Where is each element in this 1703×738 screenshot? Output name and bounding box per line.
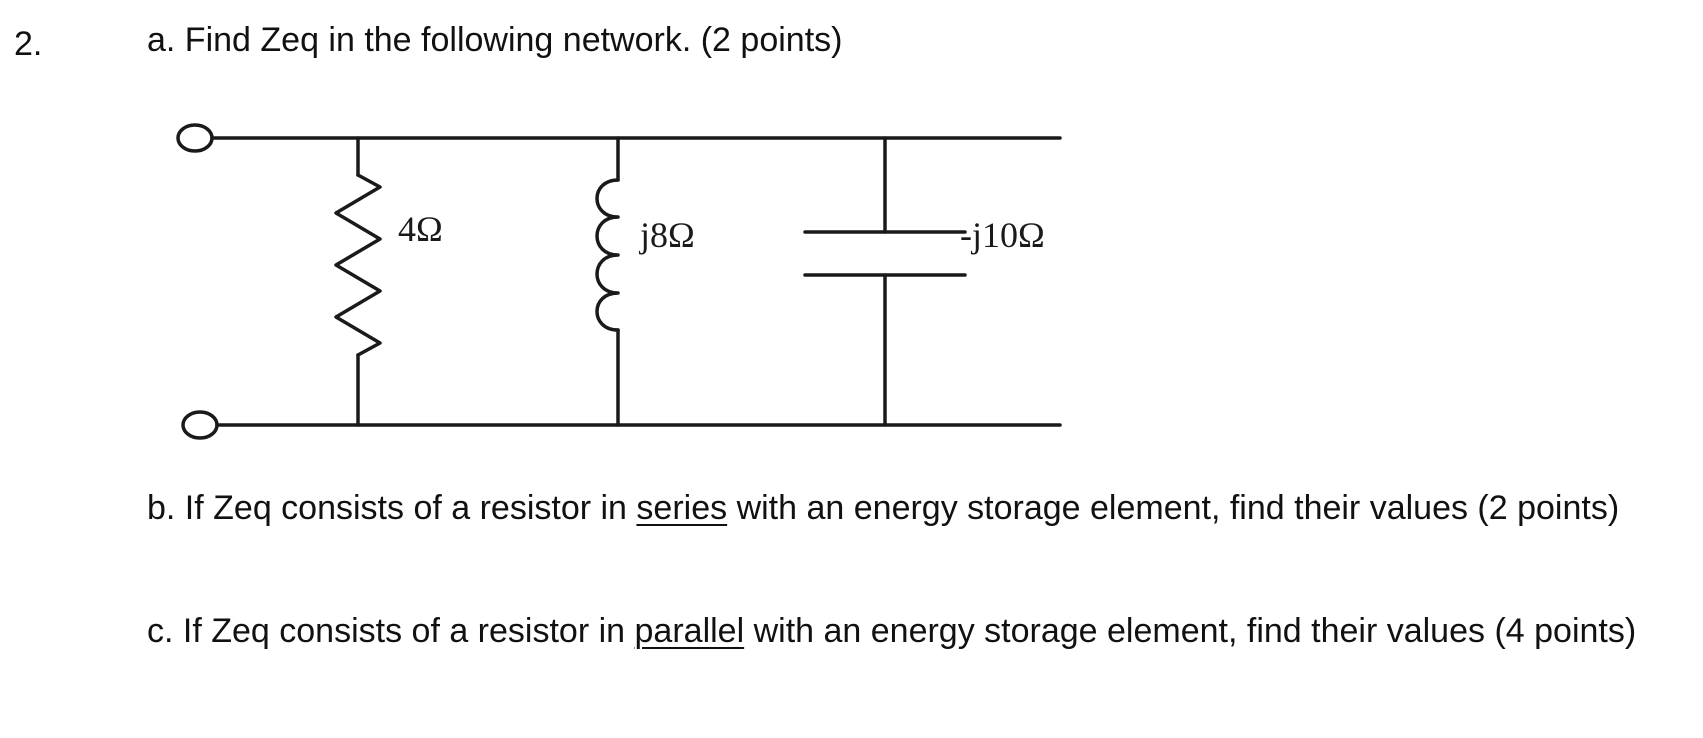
capacitor-label: -j10Ω [960, 215, 1045, 255]
part-c-text: c. If Zeq consists of a resistor in para… [147, 606, 1687, 656]
part-c-after: with an energy storage element, find the… [744, 612, 1637, 650]
part-c-underlined: parallel [634, 612, 745, 650]
part-b-before: b. If Zeq consists of a resistor in [147, 489, 637, 527]
resistor-symbol [334, 136, 382, 427]
top-terminal [176, 123, 214, 153]
inductor-label: j8Ω [638, 215, 695, 255]
part-b-after: with an energy storage element, find the… [727, 489, 1620, 527]
inductor-symbol [595, 136, 620, 427]
resistor-label: 4Ω [398, 209, 443, 249]
part-b-text: b. If Zeq consists of a resistor in seri… [147, 483, 1687, 533]
question-number: 2. [14, 25, 43, 63]
part-a-text: a. Find Zeq in the following network. (2… [147, 21, 843, 59]
circuit-diagram: 4Ω j8Ω -j10Ω [170, 115, 1090, 445]
part-b-underlined: series [636, 489, 728, 527]
capacitor-symbol [803, 136, 967, 427]
bottom-terminal [181, 410, 219, 440]
part-c-before: c. If Zeq consists of a resistor in [147, 612, 635, 650]
